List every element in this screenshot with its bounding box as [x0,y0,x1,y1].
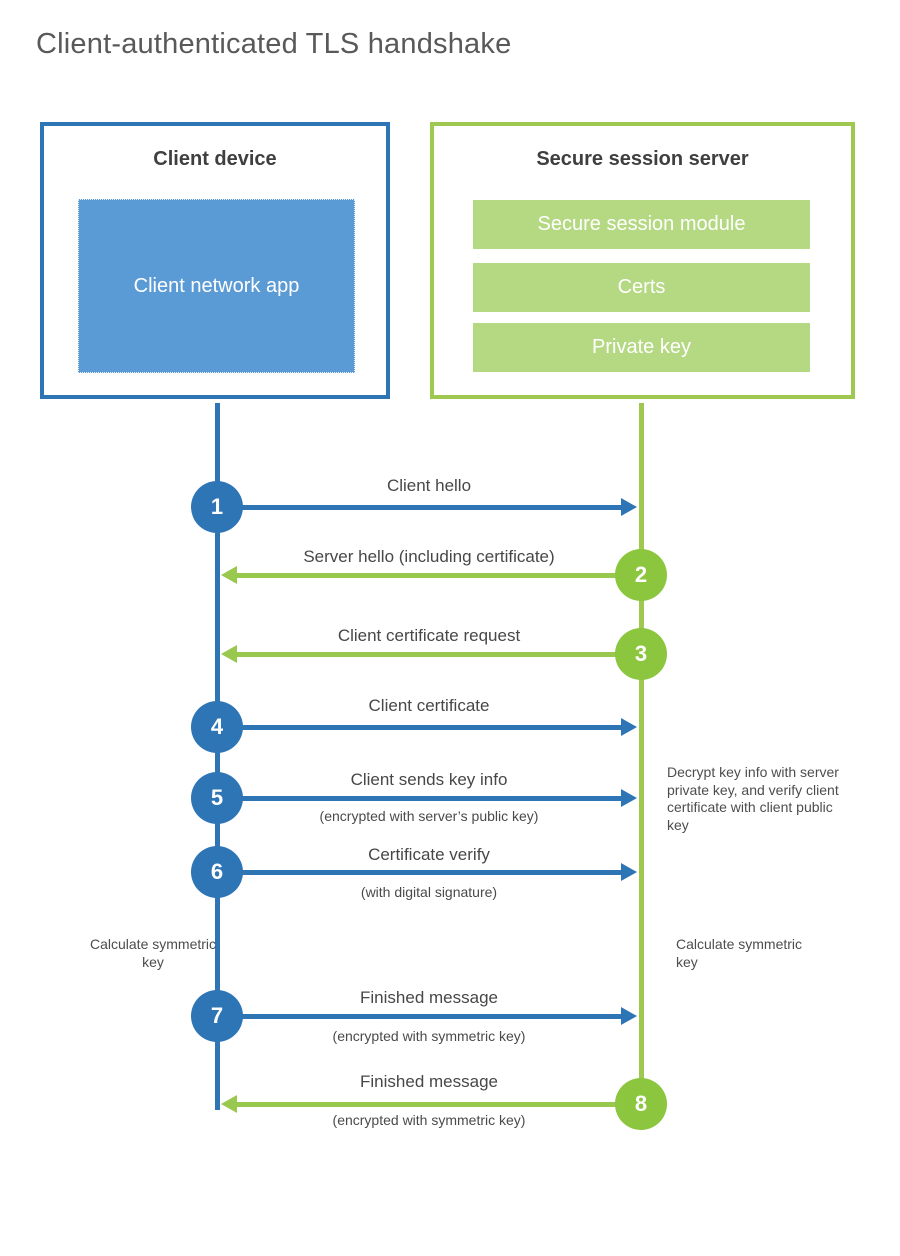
client-network-app-box: Client network app [78,199,355,373]
server-module-secure-session: Secure session module [473,200,810,249]
page-title: Client-authenticated TLS handshake [36,28,512,60]
message-2-label: Server hello (including certificate) [303,547,555,566]
secure-session-server-box: Secure session server Secure session mod… [430,122,855,399]
client-network-app-label: Client network app [133,274,300,297]
arrow-right-icon [621,498,637,516]
arrow-left-icon [221,645,237,663]
message-3-arrow [221,645,639,663]
message-7-sublabel: (encrypted with symmetric key) [332,1028,526,1044]
message-4-arrow [219,718,637,736]
message-8-sublabel: (encrypted with symmetric key) [332,1112,526,1128]
arrow-left-icon [221,566,237,584]
message-8-label: Finished message [360,1072,498,1091]
secure-session-server-title: Secure session server [536,148,749,170]
step-2-circle: 2 [615,549,667,601]
arrow-right-icon [621,789,637,807]
message-4-label: Client certificate [368,696,490,715]
arrow-right-icon [621,718,637,736]
calculate-symmetric-key-note-client: Calculate symmetric key [89,936,217,970]
message-5-arrow [219,789,637,807]
message-5-label: Client sends key info [350,770,508,789]
message-3-label: Client certificate request [337,626,521,645]
step-7-circle: 7 [191,990,243,1042]
message-7-label: Finished message [360,988,498,1007]
client-device-box: Client device Client network app [40,122,390,399]
arrow-left-icon [221,1095,237,1113]
message-2-arrow [221,566,639,584]
server-module-private-key: Private key [473,323,810,372]
server-lifeline [639,403,644,1106]
message-8-arrow [221,1095,639,1113]
step-3-circle: 3 [615,628,667,680]
server-module-certs: Certs [473,263,810,312]
message-6-sublabel: (with digital signature) [360,884,498,900]
message-6-label: Certificate verify [368,845,490,864]
message-6-arrow [219,863,637,881]
step-6-circle: 6 [191,846,243,898]
step-1-circle: 1 [191,481,243,533]
client-device-title: Client device [153,148,277,170]
message-1-label: Client hello [386,476,472,495]
step-5-circle: 5 [191,772,243,824]
arrow-right-icon [621,863,637,881]
decrypt-key-note: Decrypt key info with server private key… [667,764,839,833]
message-7-arrow [219,1007,637,1025]
calculate-symmetric-key-note-server: Calculate symmetric key [676,936,803,970]
arrow-right-icon [621,1007,637,1025]
step-8-circle: 8 [615,1078,667,1130]
message-5-sublabel: (encrypted with server’s public key) [319,808,539,824]
client-lifeline [215,403,220,1110]
message-1-arrow [219,498,637,516]
step-4-circle: 4 [191,701,243,753]
